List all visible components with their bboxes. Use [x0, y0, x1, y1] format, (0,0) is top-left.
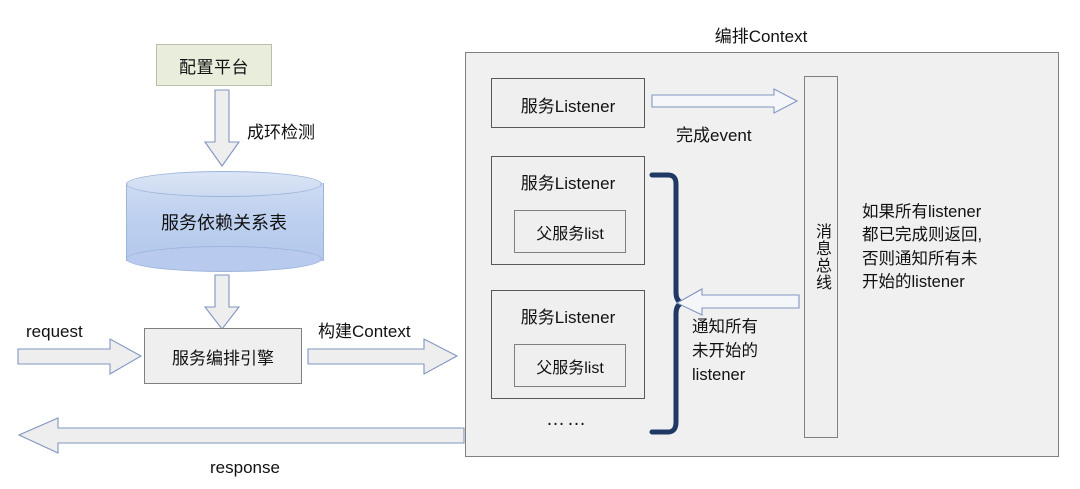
- message-bus-label: 消息总线: [812, 223, 830, 291]
- notify-label-line-1: 通知所有: [692, 318, 758, 336]
- response-arrow-icon: [17, 417, 465, 454]
- dependency-table-label: 服务依赖关系表: [161, 212, 287, 233]
- orchestration-engine-label: 服务编排引擎: [172, 348, 274, 368]
- config-platform-box[interactable]: 配置平台: [156, 44, 272, 86]
- notify-label: 通知所有 未开始的 listener: [692, 316, 802, 388]
- notify-label-line-2: 未开始的: [692, 341, 758, 360]
- listener-box-2[interactable]: 服务Listener 父服务list: [491, 156, 645, 265]
- message-bus-box[interactable]: 消息总线: [804, 76, 838, 438]
- listener-box-3[interactable]: 服务Listener 父服务list: [491, 290, 645, 399]
- completion-note-line-3: 否则通知所有未: [862, 249, 978, 268]
- completion-note-line-2: 都已完成则返回,: [862, 226, 983, 245]
- config-platform-label: 配置平台: [179, 57, 249, 77]
- listener-box-3-sublist[interactable]: 父服务list: [514, 344, 626, 387]
- orchestration-context-panel: 服务Listener 服务Listener 父服务list 服务Listener…: [465, 52, 1059, 457]
- cycle-detect-label: 成环检测: [247, 123, 315, 142]
- response-label: response: [210, 458, 280, 477]
- listener-box-3-sublist-label: 父服务list: [536, 359, 604, 377]
- completion-note-line-4: 开始的listener: [862, 273, 965, 292]
- build-context-arrow-icon: [307, 338, 459, 375]
- complete-event-label: 完成event: [676, 126, 752, 145]
- orchestration-engine-box[interactable]: 服务编排引擎: [144, 328, 302, 384]
- completion-note: 如果所有listener 都已完成则返回, 否则通知所有未 开始的listene…: [862, 201, 1058, 295]
- cycle-detect-arrow-icon: [203, 89, 241, 167]
- listener-box-2-title: 服务Listener: [520, 174, 616, 193]
- panel-title: 编排Context: [714, 27, 808, 46]
- listener-ellipsis: ……: [546, 409, 588, 430]
- notify-label-line-3: listener: [692, 365, 746, 384]
- listener-box-2-sublist-label: 父服务list: [536, 225, 604, 243]
- complete-event-arrow-icon: [651, 88, 799, 114]
- listener-box-1[interactable]: 服务Listener: [491, 78, 645, 128]
- dependency-table-cylinder[interactable]: 服务依赖关系表: [126, 171, 324, 272]
- completion-note-line-1: 如果所有listener: [862, 203, 982, 221]
- build-context-label: 构建Context: [318, 322, 411, 341]
- request-label: request: [26, 322, 83, 341]
- cylinder-bottom-ellipse: [126, 246, 322, 272]
- cylinder-top-ellipse: [126, 171, 322, 197]
- request-arrow-icon: [17, 338, 143, 375]
- cylinder-to-engine-arrow-icon: [203, 274, 241, 330]
- listener-box-1-title: 服务Listener: [520, 97, 616, 116]
- listener-box-2-sublist[interactable]: 父服务list: [514, 210, 626, 253]
- notify-listeners-arrow-icon: [675, 288, 800, 316]
- listener-box-3-title: 服务Listener: [520, 308, 616, 327]
